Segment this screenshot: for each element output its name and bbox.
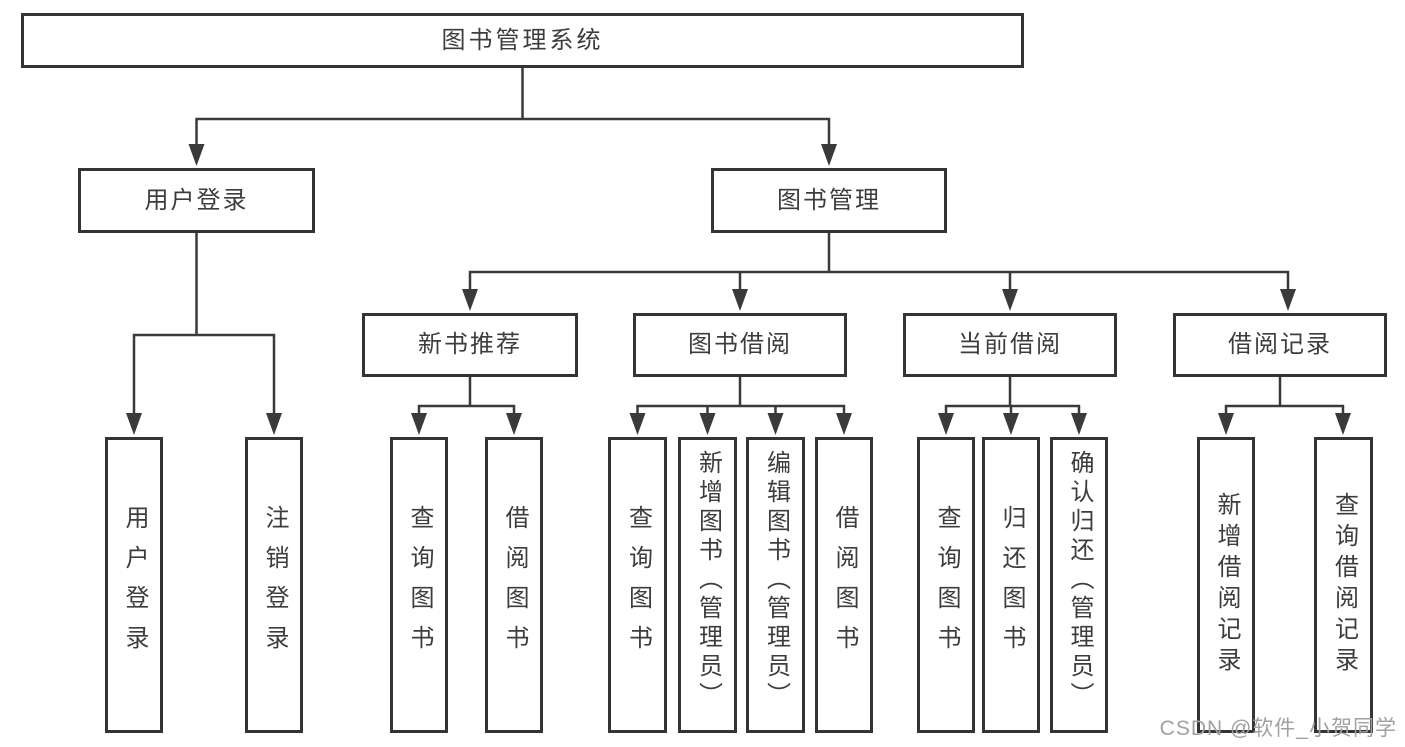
leaf-user-login: 用户登录 bbox=[105, 437, 163, 733]
leaf-query-borrow-record: 查询借阅记录 bbox=[1314, 437, 1373, 733]
leaf-edit-books-admin: 编辑图书（管理员） bbox=[746, 437, 805, 733]
leaf-return-books: 归还图书 bbox=[982, 437, 1040, 733]
leaf-logout: 注销登录 bbox=[245, 437, 303, 733]
leaf-query-books-borrowing: 查询图书 bbox=[608, 437, 667, 733]
node-book-management: 图书管理 bbox=[711, 168, 947, 233]
leaf-confirm-return-admin: 确认归还（管理员） bbox=[1050, 437, 1108, 733]
node-current-borrowing: 当前借阅 bbox=[903, 313, 1117, 377]
leaf-borrow-books-borrowing: 借阅图书 bbox=[815, 437, 873, 733]
node-book-borrowing: 图书借阅 bbox=[633, 313, 847, 377]
arrowhead-icons bbox=[126, 144, 1351, 435]
leaf-add-borrow-record: 新增借阅记录 bbox=[1197, 437, 1255, 733]
node-new-book-recommendation: 新书推荐 bbox=[362, 313, 578, 377]
leaf-add-books-admin: 新增图书（管理员） bbox=[678, 437, 737, 733]
node-user-login: 用户登录 bbox=[78, 168, 315, 233]
node-borrowing-records: 借阅记录 bbox=[1173, 313, 1387, 377]
leaf-query-books-recommendation: 查询图书 bbox=[390, 437, 448, 733]
leaf-borrow-books-recommendation: 借阅图书 bbox=[485, 437, 543, 733]
node-root: 图书管理系统 bbox=[21, 13, 1024, 68]
watermark: CSDN @软件_小贺同学 bbox=[1159, 717, 1397, 740]
leaf-query-books-current: 查询图书 bbox=[917, 437, 975, 733]
